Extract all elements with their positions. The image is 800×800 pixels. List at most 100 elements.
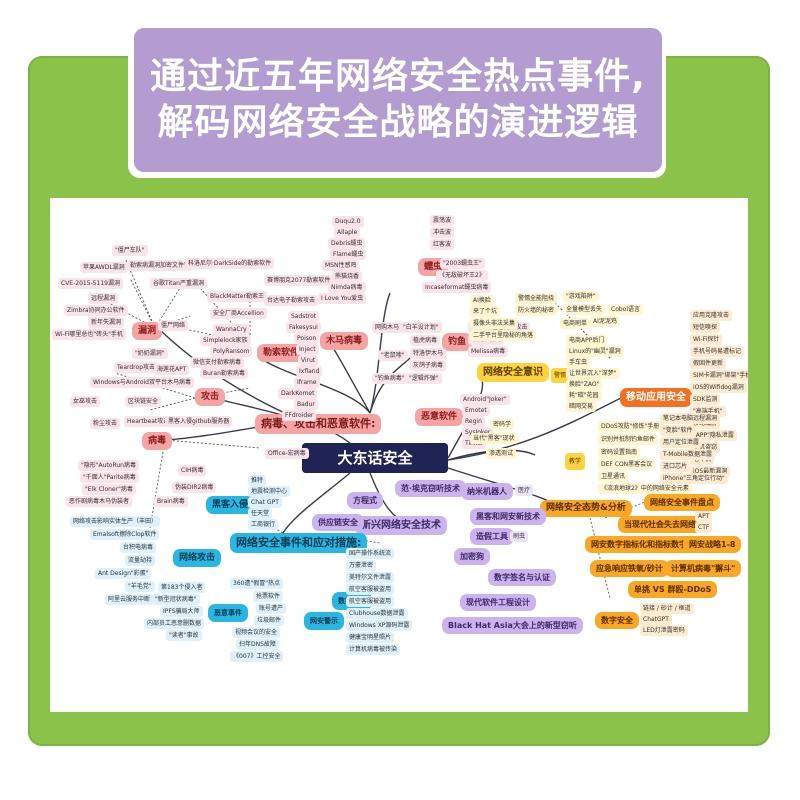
leaf: "读者"事故 (166, 630, 202, 641)
leaf: Android"Joker" (460, 394, 510, 405)
newtech-item[interactable]: 数字签名与认证 (488, 569, 556, 586)
analysis-item[interactable]: 网安战略1-8 (683, 536, 742, 553)
leaf: 第183个侵入者 (158, 582, 206, 593)
leaf: Buran勒索病毒 (200, 368, 248, 379)
leaf: "新型冠状病毒" (152, 594, 200, 605)
leaf: 笔记本电脑远程漏洞 (660, 413, 721, 424)
leaf: 卫星通讯 (598, 471, 629, 482)
leaf: "羊毛党" (125, 581, 155, 592)
leaf: 航空客服被盗用 (346, 584, 395, 595)
leaf: 医疗 (515, 485, 534, 496)
leaf: 特洛伊木马 (410, 348, 447, 359)
leaf: 粉尘攻击 (90, 418, 121, 429)
node-security-warnings[interactable]: 网安警示 (304, 612, 344, 630)
leaf: 刷虫 (510, 531, 529, 542)
node-alert[interactable]: 警惕 (551, 368, 570, 383)
leaf: "僵尸车队" (112, 245, 148, 256)
leaf: I Love You爱虫 (318, 293, 367, 304)
leaf: 苹果AWDL漏洞 (80, 262, 128, 273)
analysis-item[interactable]: 网安数字指标化和指标数字化 (585, 536, 701, 553)
leaf: 渗透测试 (486, 448, 517, 459)
leaf: Wi-Fi哪里总也"砖头"手机 (52, 329, 126, 340)
banner-title-line2: 解码网络安全战略的演进逻辑 (157, 102, 639, 143)
leaf: 推特 (248, 475, 267, 486)
leaf: SIM卡漏洞"绑架"手机 (690, 370, 748, 381)
leaf: IPFS骗局大师 (160, 606, 203, 617)
leaf: 短信嗅探 (690, 322, 721, 333)
node-malware[interactable]: 恶意软件 (415, 408, 464, 426)
node-security-awareness[interactable]: 网络安全意识 (477, 363, 549, 382)
analysis-item[interactable]: 当现代社会失去网络 (618, 516, 702, 533)
leaf: 黑客入侵github服务器 (165, 416, 233, 427)
newtech-item[interactable]: 加密狗 (454, 548, 490, 565)
leaf: "逻辑炸弹" (406, 373, 442, 384)
leaf: 工商银行 (248, 519, 279, 530)
leaf: 震荡波 (430, 215, 455, 226)
leaf: Simplelock家族 (200, 335, 251, 346)
newtech-item[interactable]: Black Hat Asia大会上的新型窃听 (442, 617, 583, 634)
leaf: T-Mobile数据泄露 (660, 449, 715, 460)
leaf: Sadstrot (288, 311, 320, 322)
node-virus-attack-malware[interactable]: 病毒、攻击和恶意软件: (255, 414, 382, 434)
node-teaching[interactable]: 教学 (565, 453, 586, 470)
node-virus[interactable]: 病毒 (142, 432, 173, 450)
leaf: 全量模型丢失 (563, 304, 606, 315)
node-security-incidents-responses[interactable]: 网络安全事件和应对措施: (230, 533, 368, 553)
leaf: 摄像头非法采集 (470, 318, 519, 329)
analysis-item[interactable]: 网络安全事件盘点 (644, 494, 720, 511)
node-attack[interactable]: 攻击 (195, 388, 226, 406)
leaf: 密码学 (490, 419, 515, 430)
leaf: 手机盗窃 (690, 442, 721, 453)
node-hacking[interactable]: 黑客入侵 (206, 496, 255, 514)
node-mobile-app-security[interactable]: 移动应用安全 (620, 388, 692, 407)
leaf: Emotet (462, 405, 490, 416)
leaf: 万豪泄密 (346, 560, 377, 571)
analysis-item[interactable]: 计算机病毒"獬斗" (665, 560, 742, 577)
node-trojan[interactable]: 木马病毒 (320, 332, 369, 350)
node-network-attack[interactable]: 网络攻击 (173, 549, 222, 567)
leaf: 航空客服被盗用 (346, 596, 395, 607)
analysis-item[interactable]: 应急响应铁氧/砂计 (590, 560, 669, 577)
leaf: 视频会议的安全 (232, 627, 281, 638)
node-ransomware[interactable]: 勒索软件 (257, 344, 306, 362)
central-node[interactable]: 大东话安全 (302, 443, 448, 473)
leaf: Incaseformat蠕虫病毒 (422, 282, 492, 293)
node-phishing[interactable]: 钓鱼 (442, 333, 473, 351)
leaf: Fakesysui (286, 322, 321, 333)
leaf: Windows XP源码泄露 (346, 620, 413, 631)
node-loophole[interactable]: 漏洞 (132, 322, 163, 340)
leaf: 勒索病漏洞加密文件锁 (127, 260, 194, 271)
leaf: 假固件更新 (690, 358, 727, 369)
leaf: 区块链安全 (125, 396, 162, 407)
newtech-item[interactable]: 现代软件工程设计 (460, 594, 536, 611)
node-security-situation-analysis[interactable]: 网络安全态势&分析 (540, 500, 632, 517)
newtech-item[interactable]: 造假工具 (470, 528, 514, 545)
leaf: 《007》工控安全 (230, 651, 284, 662)
leaf: Teardrop攻击 (114, 362, 158, 373)
analysis-item-digital-security[interactable]: 数字安全 (595, 612, 639, 629)
leaf: 僵尸网络 (158, 320, 189, 331)
leaf: 《无敌破坏王2》 (436, 270, 488, 281)
analysis-item[interactable]: 单挑 VS 群殴-DDoS (628, 581, 718, 598)
leaf: Debris蠕虫 (328, 238, 366, 249)
leaf: "奶奶漏洞" (132, 348, 168, 359)
leaf: 红客波 (430, 239, 455, 250)
newtech-item[interactable]: 方程式 (347, 492, 383, 509)
leaf: 垃圾邮件 (254, 615, 285, 626)
node-malicious-incidents[interactable]: 恶意事件 (208, 604, 248, 622)
leaf: APT (695, 511, 713, 522)
leaf: iOS的Wifidog漏洞 (690, 382, 747, 393)
newtech-item[interactable]: 纳米机器人 (461, 483, 513, 500)
leaf: 内部员工恶意删数据 (144, 618, 205, 629)
leaf: 防火墙的秘密 (515, 305, 558, 316)
leaf: SDK监测 (690, 394, 721, 405)
leaf: 植虎病毒 (410, 335, 441, 346)
node-emerging-security-tech[interactable]: 新兴网络安全技术 (355, 516, 447, 535)
leaf: 用户定位泄露 (660, 437, 703, 448)
newtech-item[interactable]: 供应链安全 (312, 514, 364, 531)
leaf: "Elk Cloner"病毒 (82, 484, 136, 495)
newtech-item[interactable]: 黑客和网安新技术 (470, 508, 546, 525)
newtech-item[interactable]: 范·埃克窃听技术 (395, 480, 467, 497)
leaf: 360遭"假冒"热点 (230, 578, 283, 589)
leaf: Ixfland (296, 366, 323, 377)
